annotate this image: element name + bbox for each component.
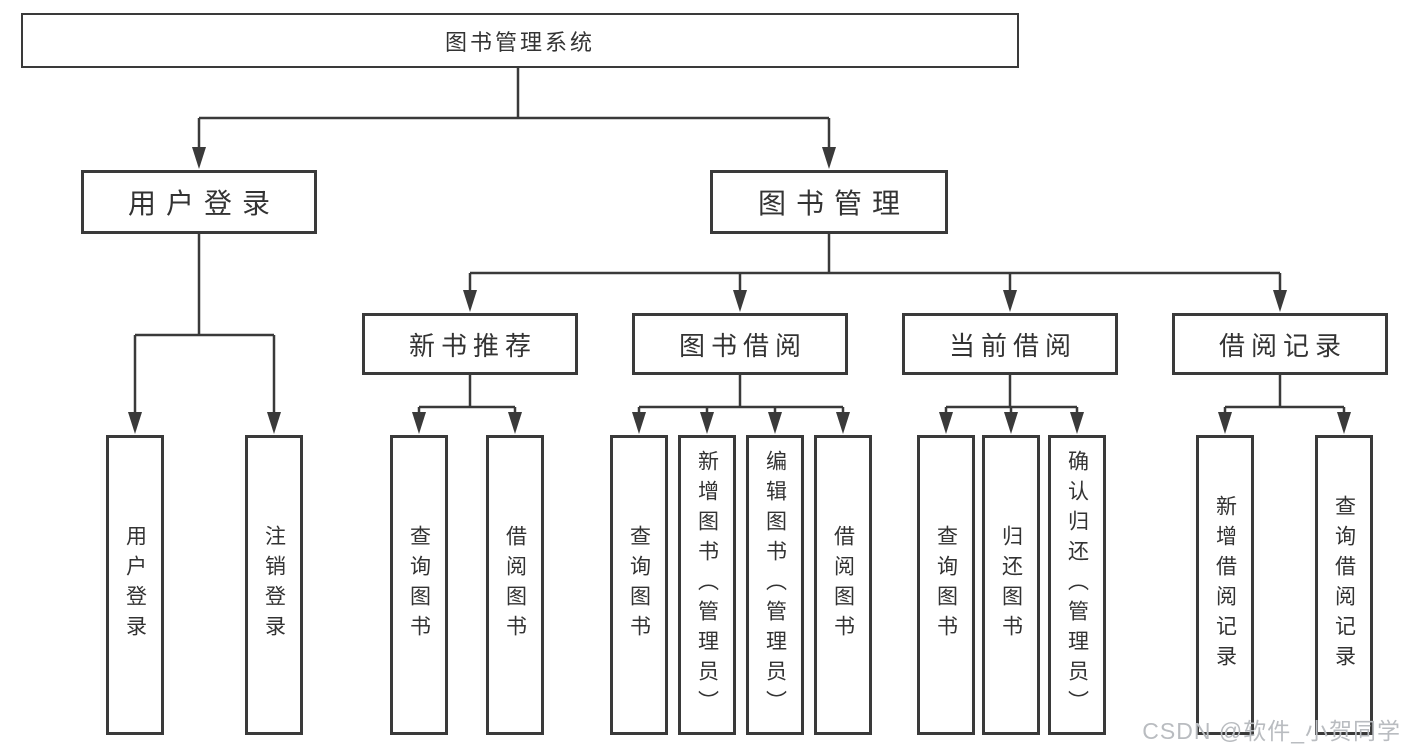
leaf-query-borrow-record: 查询借阅记录	[1315, 435, 1373, 735]
node-library-management-system: 图书管理系统	[21, 13, 1019, 68]
node-label: 当前借阅	[948, 330, 1077, 361]
leaf-add-books-admin: 新增图书（管理员）	[678, 435, 736, 735]
node-book-management: 图书管理	[710, 170, 948, 234]
leaf-borrow-books: 借阅图书	[814, 435, 872, 735]
node-label: 查询借阅记录	[1332, 495, 1356, 675]
leaf-add-borrow-record: 新增借阅记录	[1196, 435, 1254, 735]
node-current-borrow: 当前借阅	[902, 313, 1118, 375]
node-label: 图书管理	[757, 188, 910, 219]
arrowhead	[1218, 412, 1232, 434]
leaf-borrow-books-recommend: 借阅图书	[486, 435, 544, 735]
node-label: 确认归还（管理员）	[1065, 450, 1089, 720]
node-new-book-recommend: 新书推荐	[362, 313, 578, 375]
node-label: 新增图书（管理员）	[695, 450, 719, 720]
connector-current-borrow-to-leaves	[939, 375, 1084, 434]
csdn-watermark: CSDN @软件_小贺同学	[1142, 718, 1401, 744]
node-label: 用户登录	[127, 188, 280, 219]
arrowhead	[822, 147, 836, 169]
arrowhead	[267, 412, 281, 434]
connector-user-login-to-leaves	[128, 234, 281, 434]
node-borrow-records: 借阅记录	[1172, 313, 1388, 375]
node-user-login: 用户登录	[81, 170, 317, 234]
connector-book-management-to-level3	[463, 234, 1287, 312]
node-label: 图书管理系统	[444, 29, 595, 55]
node-label: 借阅图书	[503, 525, 527, 645]
arrowhead	[939, 412, 953, 434]
arrowhead	[836, 412, 850, 434]
arrowhead	[632, 412, 646, 434]
arrowhead	[508, 412, 522, 434]
arrowhead	[192, 147, 206, 169]
node-label: 新增借阅记录	[1213, 495, 1237, 675]
node-label: 注销登录	[262, 525, 286, 645]
arrowhead	[1337, 412, 1351, 434]
leaf-return-books: 归还图书	[982, 435, 1040, 735]
node-book-borrow: 图书借阅	[632, 313, 848, 375]
node-label: 归还图书	[999, 525, 1023, 645]
leaf-query-books-current: 查询图书	[917, 435, 975, 735]
arrowhead	[700, 412, 714, 434]
node-label: 查询图书	[407, 525, 431, 645]
leaf-user-login: 用户登录	[106, 435, 164, 735]
node-label: 查询图书	[627, 525, 651, 645]
arrowhead	[1070, 412, 1084, 434]
node-label: 借阅记录	[1218, 330, 1347, 361]
leaf-query-books-recommend: 查询图书	[390, 435, 448, 735]
node-label: 借阅图书	[831, 525, 855, 645]
node-label: 图书借阅	[678, 330, 807, 361]
arrowhead	[412, 412, 426, 434]
arrowhead	[1004, 412, 1018, 434]
node-label: 查询图书	[934, 525, 958, 645]
connector-root-to-level2	[192, 68, 836, 169]
arrowhead	[733, 290, 747, 312]
arrowhead	[128, 412, 142, 434]
connector-new-book-to-leaves	[412, 375, 522, 434]
node-label: 新书推荐	[408, 330, 537, 361]
leaf-edit-books-admin: 编辑图书（管理员）	[746, 435, 804, 735]
connector-borrow-records-to-leaves	[1218, 375, 1351, 434]
arrowhead	[1003, 290, 1017, 312]
leaf-confirm-return-admin: 确认归还（管理员）	[1048, 435, 1106, 735]
node-label: 编辑图书（管理员）	[763, 450, 787, 720]
leaf-query-books-borrow: 查询图书	[610, 435, 668, 735]
arrowhead	[1273, 290, 1287, 312]
node-label: 用户登录	[123, 525, 147, 645]
arrowhead	[768, 412, 782, 434]
arrowhead	[463, 290, 477, 312]
connector-book-borrow-to-leaves	[632, 375, 850, 434]
leaf-logout: 注销登录	[245, 435, 303, 735]
